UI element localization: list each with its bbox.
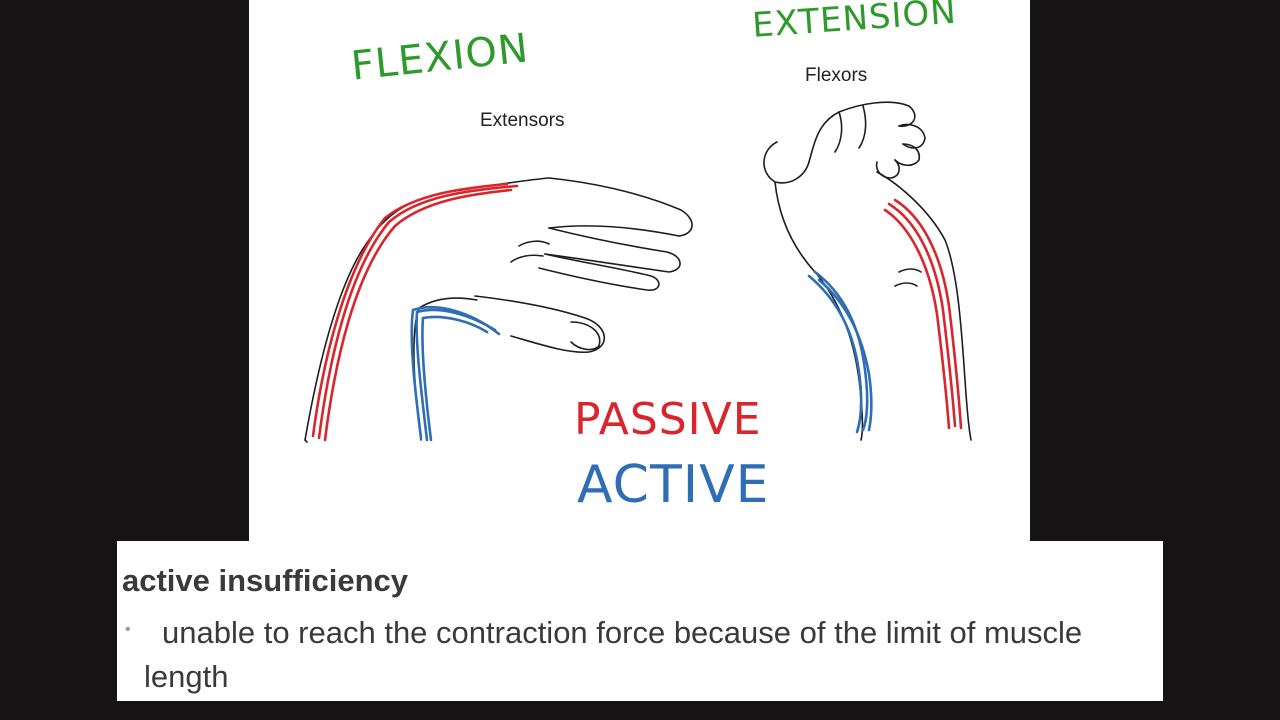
finger-3 [538, 253, 660, 291]
left-active-muscle [410, 306, 501, 442]
right-active-muscle [807, 270, 873, 434]
thumb [474, 295, 606, 354]
palm-creases [894, 268, 922, 287]
term-heading: active insufficiency [122, 563, 409, 598]
knuckle-1 [898, 123, 926, 149]
hand-illustration [304, 101, 972, 443]
knuckle-3 [875, 159, 900, 179]
wrist-back [774, 181, 864, 441]
extensors-label: Extensors [480, 110, 565, 131]
finger-2 [544, 227, 681, 273]
definition-caption: active insufficiency • unable to reach t… [117, 541, 1163, 701]
diagram-figure: FLEXION EXTENSION Extensors Flexors PASS… [249, 0, 1030, 541]
left-passive-muscle [311, 182, 519, 442]
passive-annotation: PASSIVE [574, 394, 762, 445]
fist-top [808, 101, 916, 163]
hand-back-outline [548, 177, 693, 237]
definition-text: unable to reach the contraction force be… [144, 615, 1083, 694]
thumbnail [570, 321, 601, 351]
finger-tips [834, 105, 867, 153]
forearm-front [304, 439, 308, 443]
right-passive-muscle [883, 198, 963, 430]
bullet-marker: • [125, 621, 131, 638]
flexors-label: Flexors [805, 65, 868, 86]
finger-1 [548, 225, 680, 237]
palm-outline [876, 171, 972, 441]
active-annotation: ACTIVE [577, 455, 770, 515]
finger-creases [510, 240, 550, 263]
knuckle-2 [894, 143, 921, 167]
thumb-outline [763, 141, 810, 184]
